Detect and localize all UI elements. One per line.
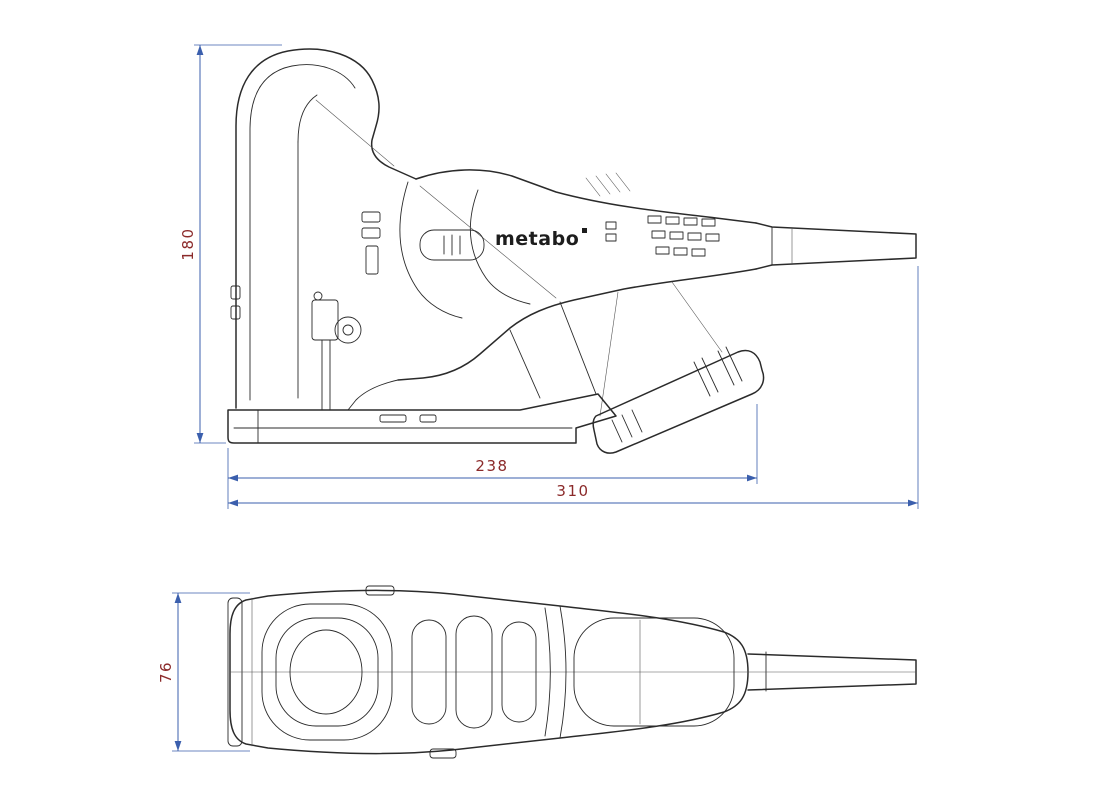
side-view: metabo <box>227 48 917 454</box>
dimension-width-label: 76 <box>157 661 175 683</box>
dimension-width: 76 <box>157 592 250 752</box>
top-view <box>227 585 917 759</box>
dimension-length-partial-label: 238 <box>475 457 508 475</box>
dimension-length-total: 310 <box>228 266 919 509</box>
dimension-height-label: 180 <box>179 227 197 260</box>
registered-mark <box>582 228 587 233</box>
brand-logo-text: metabo <box>495 228 579 250</box>
dimension-length-total-label: 310 <box>556 482 589 500</box>
dimension-height: 180 <box>179 44 282 444</box>
dimensions: 180 238 310 <box>157 44 919 752</box>
dimension-length-partial: 238 <box>227 404 758 509</box>
vent-slots <box>605 215 720 257</box>
